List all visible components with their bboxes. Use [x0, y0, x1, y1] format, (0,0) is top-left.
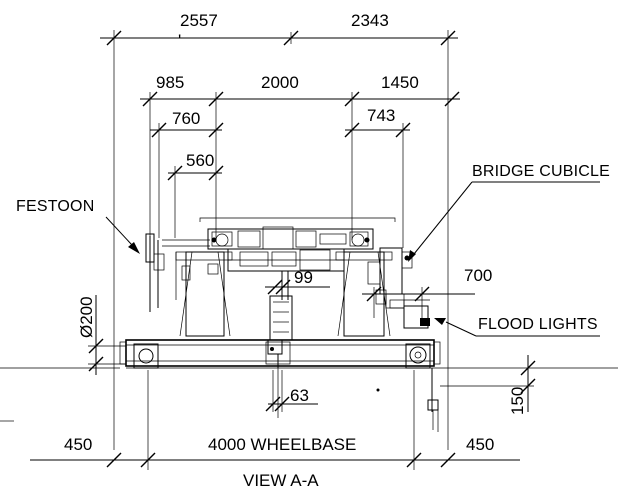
dim-63: 63 [290, 386, 309, 405]
dim-wheelbase: 4000 WHEELBASE [208, 435, 356, 454]
dim-760: 760 [172, 109, 200, 128]
bridge-cubicle-leader [408, 181, 600, 262]
label-festoon: FESTOON [16, 198, 94, 215]
dim-chain-second [140, 91, 460, 240]
dim-985: 985 [156, 73, 184, 92]
view-title: VIEW A-A [243, 471, 319, 490]
dim-450-right: 450 [466, 435, 494, 454]
dim-200-lines [88, 295, 126, 375]
dim-450-left: 450 [64, 435, 92, 454]
dim-63-lines [265, 370, 318, 412]
left-leg [175, 251, 233, 337]
dim-chain-bottom [0, 370, 520, 470]
dim-2000: 2000 [261, 73, 299, 92]
buffer-unit [376, 368, 439, 432]
dim-2557: 2557 [180, 11, 218, 30]
dim-743: 743 [367, 106, 395, 125]
label-bridge-cubicle: BRIDGE CUBICLE [472, 163, 610, 180]
flood-lights-unit [389, 299, 430, 329]
dim-99: 99 [294, 268, 313, 287]
dim-560-lines [167, 165, 224, 238]
dim-99-lines [265, 279, 330, 295]
dim-560: 560 [186, 151, 214, 170]
festoon-unit [145, 233, 210, 312]
festoon-leader [105, 216, 140, 254]
dim-700-lines [362, 286, 475, 318]
dim-200: Ø200 [77, 296, 96, 338]
dim-700: 700 [464, 266, 492, 285]
dim-2343: 2343 [351, 11, 389, 30]
label-flood-lights: FLOOD LIGHTS [478, 316, 598, 333]
dim-chain-top [100, 30, 458, 450]
dim-150-lines [440, 355, 536, 412]
dim-150: 150 [508, 387, 527, 415]
flood-lights-leader [434, 318, 600, 337]
dim-1450: 1450 [381, 73, 419, 92]
drawing-mark: ' [178, 31, 181, 50]
dim-chain-third [150, 122, 411, 248]
